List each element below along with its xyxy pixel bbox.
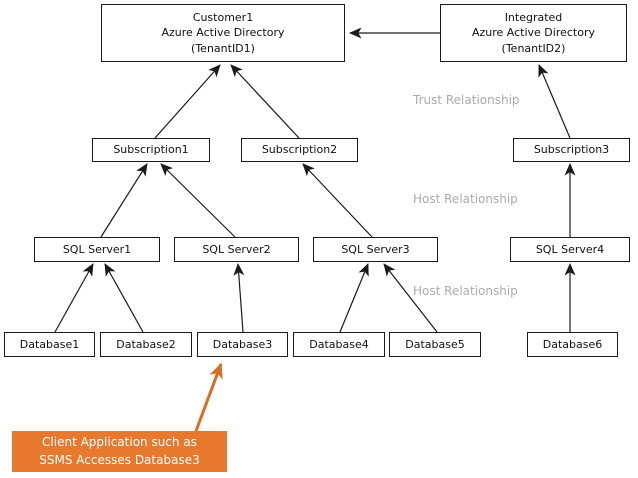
arrow-sqlserver1-to-subscription1 xyxy=(100,163,148,238)
client-application-callout: Client Application such as SSMS Accesses… xyxy=(12,431,227,472)
arrow-database3-to-sqlserver2 xyxy=(233,263,245,333)
label-host-relationship-lower: Host Relationship xyxy=(413,284,518,298)
node-database6: Database6 xyxy=(527,332,618,357)
node-sql-server2: SQL Server2 xyxy=(174,237,299,262)
node-integrated-aad: Integrated Azure Active Directory (Tenan… xyxy=(440,4,627,62)
node-subscription3: Subscription3 xyxy=(513,138,630,162)
node-database3: Database3 xyxy=(197,332,288,357)
arrow-sqlserver3-to-subscription2 xyxy=(302,163,373,238)
label-host-relationship-upper: Host Relationship xyxy=(413,192,518,206)
arrow-database4-to-sqlserver3 xyxy=(339,263,369,333)
arrow-subscription2-to-customer-aad xyxy=(230,64,300,139)
node-sql-server4: SQL Server4 xyxy=(510,237,630,262)
node-customer-aad: Customer1 Azure Active Directory (Tenant… xyxy=(101,4,345,62)
node-database2: Database2 xyxy=(100,332,192,357)
arrow-subscription3-to-integrated-aad xyxy=(538,64,571,139)
label-trust-relationship: Trust Relationship xyxy=(413,93,520,107)
node-database5: Database5 xyxy=(389,332,481,357)
arrow-client-app-to-database3 xyxy=(194,362,223,432)
arrow-subscription1-to-customer-aad xyxy=(154,64,221,139)
arrow-database1-to-sqlserver1 xyxy=(54,263,94,333)
node-sql-server3: SQL Server3 xyxy=(313,237,438,262)
node-database4: Database4 xyxy=(293,332,385,357)
node-subscription2: Subscription2 xyxy=(241,138,358,162)
node-subscription1: Subscription1 xyxy=(92,138,210,162)
arrow-database5-to-sqlserver3 xyxy=(383,263,438,333)
arrow-sqlserver2-to-subscription1 xyxy=(160,163,236,238)
arrow-database2-to-sqlserver1 xyxy=(104,263,144,333)
node-sql-server1: SQL Server1 xyxy=(34,237,160,262)
node-database1: Database1 xyxy=(4,332,95,357)
